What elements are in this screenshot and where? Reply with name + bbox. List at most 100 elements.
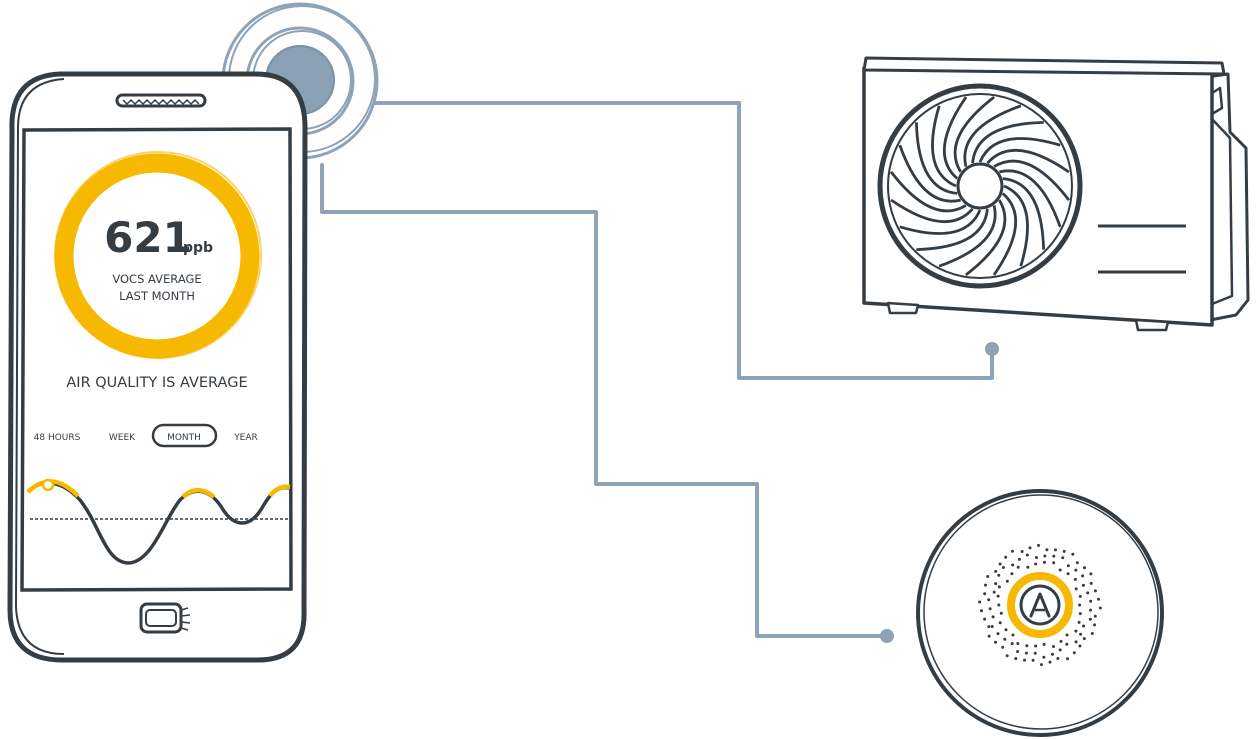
graph-trend-curve [26, 481, 291, 565]
air-quality-status: AIR QUALITY IS AVERAGE [66, 375, 247, 391]
sensor-dot [1026, 565, 1030, 569]
sensor-dot [1024, 651, 1028, 655]
sensor-dot [1043, 560, 1046, 564]
sensor-dot [1066, 564, 1070, 568]
sensor-dot [990, 625, 994, 628]
sensor-dot [1016, 565, 1020, 569]
graph-marker [41, 478, 55, 492]
fan-blade [971, 121, 1044, 164]
sensor-dot [994, 640, 997, 644]
sensor-dot [1062, 549, 1066, 553]
fan-blade [953, 95, 995, 173]
sensor-dot [994, 569, 998, 573]
sensor-dot [1042, 642, 1046, 646]
sensor-dot [978, 600, 982, 604]
sensor-dot [1074, 587, 1078, 591]
sensor-dot [994, 582, 998, 586]
fan-blade [915, 122, 958, 195]
sensor-dot [984, 583, 987, 587]
sensor-dot [1052, 554, 1056, 558]
sensor-dot [987, 634, 991, 638]
sensor-dot [1020, 550, 1024, 553]
sensor-dot [1089, 608, 1092, 612]
sensor-dot [1083, 566, 1086, 570]
sensor-dot [1005, 579, 1009, 583]
sensor-dot [1017, 557, 1021, 561]
sensor-dot [1048, 660, 1052, 664]
sensor-dot [1093, 614, 1097, 618]
sensor-dot [1081, 574, 1085, 578]
sensor-dot [1051, 652, 1054, 656]
sensor-dot [1034, 644, 1038, 648]
reading-unit: ppb [183, 240, 213, 256]
fan-blade [899, 209, 982, 235]
sensor-dot [983, 592, 987, 596]
sensor-yellow-ring [1007, 572, 1073, 638]
tab-month[interactable]: MONTH [167, 433, 201, 443]
sensor-dot [1061, 556, 1065, 560]
home-button-icon[interactable] [139, 602, 191, 634]
tab-year[interactable]: YEAR [233, 433, 258, 443]
sensor-dot [1014, 657, 1018, 661]
sensor-dot [1031, 658, 1035, 662]
sensor-dot [1082, 637, 1086, 641]
sensor-dot [1074, 629, 1078, 633]
vocs-gauge-ring [54, 153, 260, 359]
sensor-dot [991, 615, 995, 619]
sensor-dot [1001, 566, 1005, 569]
sensor-dot [1074, 640, 1078, 644]
fan-blade [943, 96, 968, 180]
fan-blade [978, 137, 1061, 163]
fan-blade [963, 104, 1022, 167]
sensor-dot [1093, 623, 1096, 627]
sensor-dot [1075, 561, 1079, 565]
reading-value: 621 [104, 213, 192, 262]
tab-week[interactable]: WEEK [109, 433, 136, 443]
sensor-dot [1052, 561, 1056, 565]
sensor-dot [1071, 552, 1075, 556]
fan-blade [986, 149, 1070, 174]
sensor-dot [980, 609, 983, 613]
tab-48-hours[interactable]: 48 HOURS [34, 433, 81, 443]
sensor-dot [992, 590, 996, 594]
connector-endpoint-sensor [880, 629, 894, 643]
sensor-dot [997, 603, 1001, 607]
trend-graph [26, 478, 291, 565]
fan-blade [999, 169, 1062, 228]
sensor-dot [1066, 572, 1070, 576]
sensor-dot [1078, 603, 1082, 607]
sensor-dot [998, 621, 1002, 625]
reading-caption-line2: LAST MONTH [119, 289, 195, 303]
sensor-dot [1081, 583, 1085, 587]
sensor-dot [1016, 642, 1020, 645]
sensor-dot [1082, 624, 1086, 628]
sensor-dot [1056, 657, 1060, 660]
sensor-dot [1088, 617, 1092, 621]
fan-blade [938, 205, 997, 268]
sensor-dot [1005, 654, 1009, 658]
sensor-dot [1010, 572, 1014, 576]
sensor-dot [1011, 549, 1014, 553]
ac-outdoor-unit-icon [862, 56, 1250, 332]
fan-blade [916, 208, 989, 251]
sensor-dot [1004, 555, 1008, 559]
sensor-dot [986, 575, 990, 578]
sensor-dot [1065, 633, 1069, 637]
connector-to-ac [370, 101, 994, 380]
sensor-dot [996, 632, 1000, 636]
smartphone: 621 ppb VOCS AVERAGE LAST MONTH AIR QUAL… [7, 71, 308, 663]
sensor-dot [1001, 645, 1005, 649]
sensor-dot [1078, 594, 1082, 598]
sensor-dot [997, 585, 1001, 589]
sensor-dot [1079, 632, 1083, 636]
awair-sensor-icon [916, 489, 1164, 737]
sensor-dot [1097, 597, 1100, 601]
sensor-dot [1016, 650, 1020, 653]
connector-endpoint-ac [985, 342, 999, 356]
sensor-dot [1045, 548, 1049, 552]
sensor-dot [1089, 572, 1093, 576]
sensor-dot [1098, 606, 1102, 610]
fan-blade [993, 159, 1071, 201]
sensor-dot [1033, 651, 1037, 655]
sensor-dot [1025, 553, 1029, 557]
